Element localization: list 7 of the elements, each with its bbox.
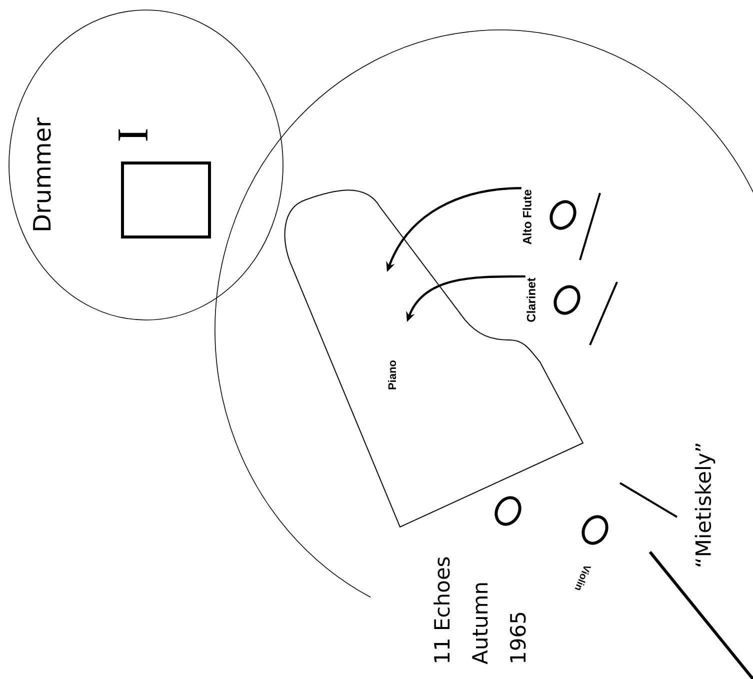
drum-box bbox=[121, 162, 211, 238]
song-title: 11 Echoes Autumn 1965 bbox=[434, 557, 526, 664]
song-title: “Mietiskely” bbox=[694, 444, 716, 566]
instrument-label: Alto Flute bbox=[522, 190, 532, 244]
instrument-label: Violin bbox=[574, 566, 592, 590]
node-label: Drummer bbox=[33, 118, 51, 230]
instrument-label: Clarinet bbox=[526, 278, 536, 322]
